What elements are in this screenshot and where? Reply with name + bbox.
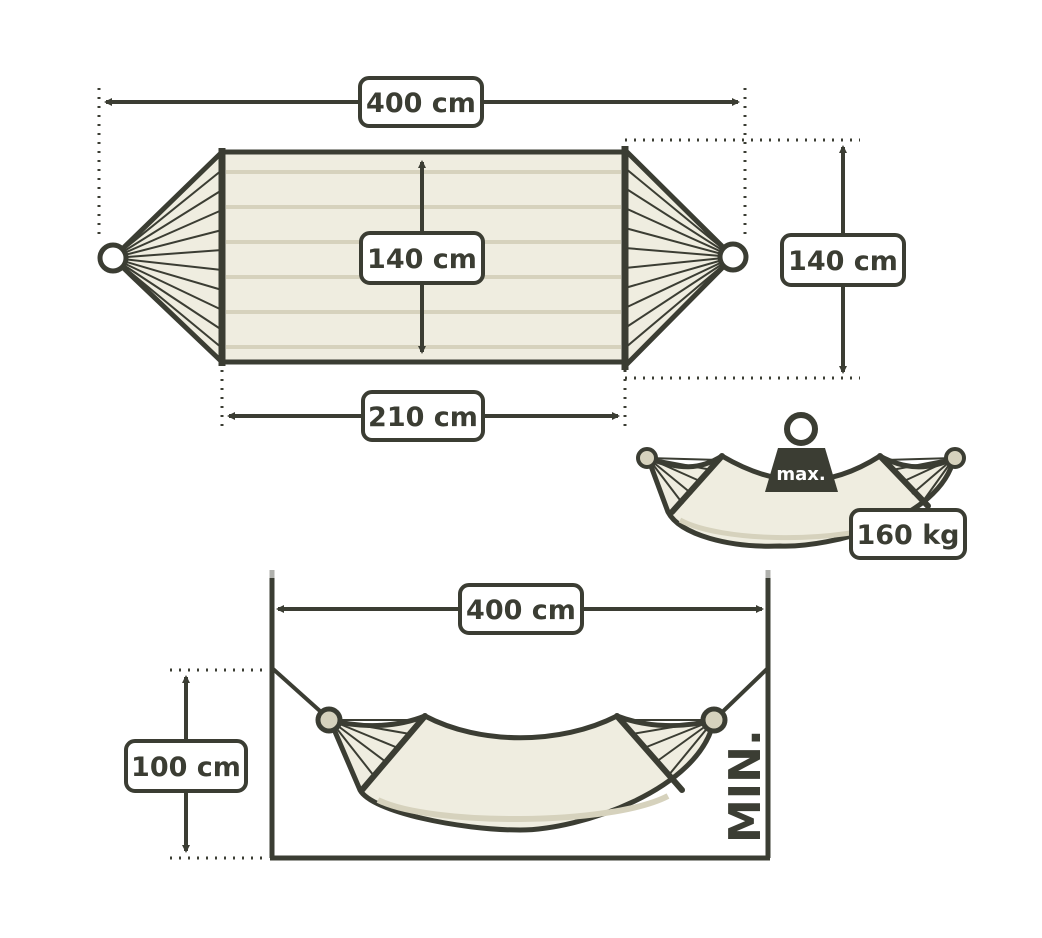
label-height: 100 cm <box>124 739 248 793</box>
left-ring-icon <box>97 242 129 274</box>
right-ring-icon <box>717 241 749 273</box>
svg-text:max.: max. <box>776 464 825 485</box>
min-label: MIN. <box>720 729 771 843</box>
svg-text:100 cm: 100 cm <box>131 752 241 783</box>
svg-text:400 cm: 400 cm <box>466 595 576 626</box>
suspension-right-ring-icon <box>700 706 728 734</box>
top-view: 400 cm 140 cm 140 cm 210 cm <box>97 76 906 442</box>
svg-text:140 cm: 140 cm <box>788 246 898 277</box>
dotted-guides <box>97 88 860 430</box>
svg-text:140 cm: 140 cm <box>367 244 477 275</box>
suspension-view: 400 cm 100 cm MIN. <box>124 560 778 861</box>
svg-text:160 kg: 160 kg <box>856 520 959 551</box>
svg-text:210 cm: 210 cm <box>368 402 478 433</box>
left-spreader-end <box>97 149 225 365</box>
suspension-left-ring-icon <box>315 706 343 734</box>
load-left-ring-icon <box>636 447 658 469</box>
label-width: 140 cm <box>359 231 485 285</box>
label-span: 400 cm <box>458 583 584 635</box>
svg-text:400 cm: 400 cm <box>366 88 476 119</box>
load-view: max. 160 kg <box>636 412 967 560</box>
label-bed-length: 210 cm <box>361 390 485 442</box>
label-side-width: 140 cm <box>780 233 906 287</box>
right-spreader-end <box>622 147 749 369</box>
weight-icon: max. <box>765 412 838 492</box>
load-right-ring-icon <box>944 447 966 469</box>
label-total-length: 400 cm <box>358 76 484 128</box>
label-max-load: 160 kg <box>849 508 967 560</box>
